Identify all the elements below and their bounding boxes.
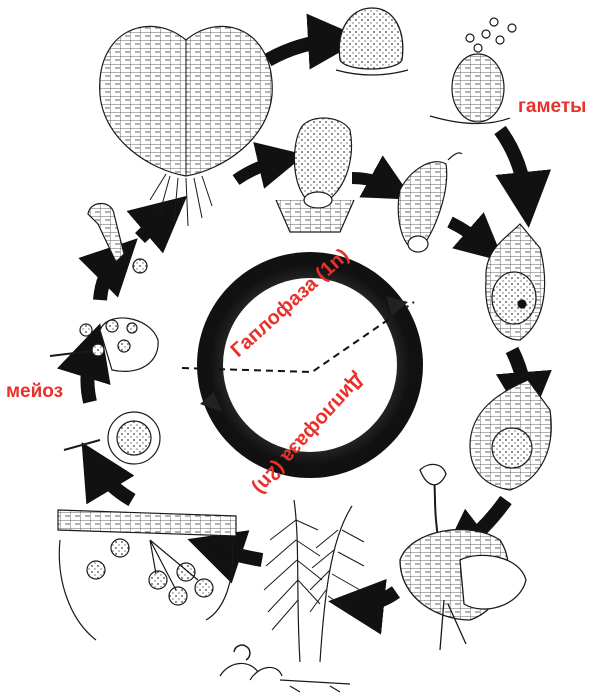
sorus-section-icon (58, 510, 236, 640)
gametes-label: гаметы (518, 96, 586, 118)
cycle-arrow-left-middle (87, 350, 92, 402)
fern-sporophyte-icon (220, 500, 364, 692)
cycle-arrow-left-lower (96, 466, 132, 500)
archegonium-icon (276, 118, 354, 232)
inner-arrow-archegonium-egg (352, 178, 392, 188)
antheridium-icon (336, 8, 408, 75)
cycle-arrow-bottom-left (214, 548, 262, 560)
egg-in-archegonium-icon (486, 224, 545, 340)
cycle-arrow-top (268, 40, 336, 60)
cycle-arrow-gametes (500, 130, 526, 200)
cycle-arrow-left-upper (100, 258, 118, 300)
young-sporophyte-icon (400, 464, 526, 650)
fertilization-icon (398, 153, 462, 252)
prothallus-icon (100, 26, 273, 226)
meiosis-label: мейоз (6, 381, 63, 403)
spore-release-icon (50, 318, 158, 371)
inner-arrow-prothallus-archegonium (236, 160, 282, 180)
sporangium-icon (64, 412, 160, 464)
diplophase-label: Диплофаза (2n) (248, 369, 368, 499)
cycle-arrow-bottom-right (356, 592, 396, 604)
sperm-release-icon (430, 18, 516, 124)
zygote-icon (470, 380, 551, 490)
inner-cycle-arrows (236, 160, 486, 246)
cycle-arrow-left-top (140, 214, 166, 238)
inner-arrow-fertilization (450, 222, 486, 246)
